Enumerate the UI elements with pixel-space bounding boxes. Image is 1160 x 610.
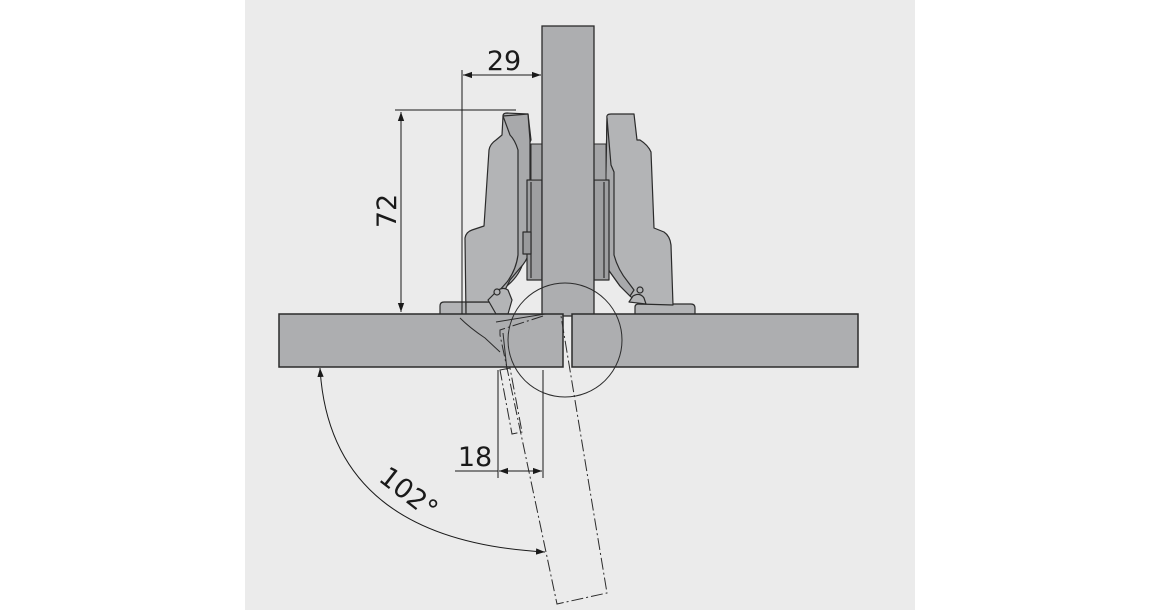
right-hinge bbox=[593, 113, 696, 317]
right-door bbox=[571, 313, 859, 368]
right-link-plate bbox=[593, 143, 607, 181]
dimension-label-29: 29 bbox=[487, 46, 521, 77]
detail-circle bbox=[507, 282, 623, 398]
dimension-102-arc bbox=[317, 367, 546, 555]
dimension-label-72: 72 bbox=[372, 194, 403, 228]
left-hinge bbox=[439, 112, 543, 335]
center-panel bbox=[541, 25, 595, 317]
link-line bbox=[495, 313, 546, 323]
left-hinge-arm-over-door bbox=[459, 317, 501, 353]
dimension-29 bbox=[461, 70, 541, 314]
dimension-label-18: 18 bbox=[458, 442, 492, 473]
left-door bbox=[278, 313, 564, 368]
left-link-plate bbox=[530, 143, 543, 181]
dimension-72 bbox=[395, 109, 516, 312]
open-door-edge bbox=[502, 332, 508, 371]
